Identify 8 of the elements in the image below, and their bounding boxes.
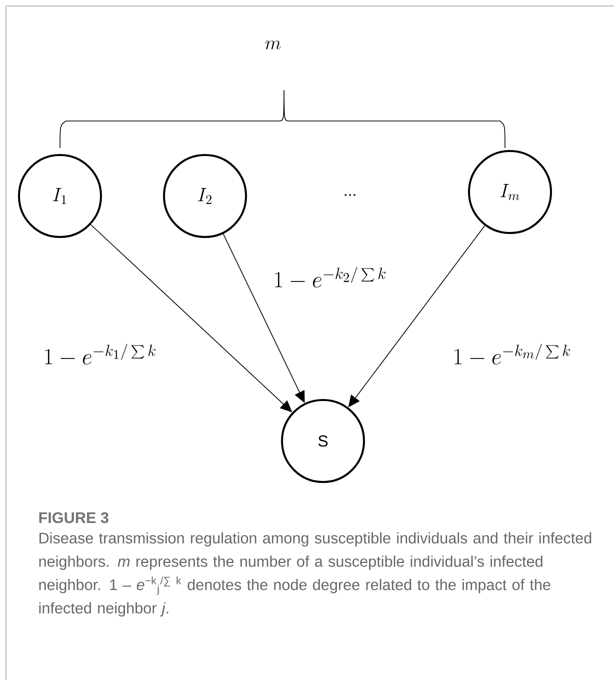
edge-label: $1-e^{-k_1/\sum k}$ bbox=[42, 342, 158, 368]
ellipsis: ... bbox=[344, 194, 356, 196]
brace-label: $m$ bbox=[265, 40, 281, 50]
caption: Disease transmission regulation among susceptible individuals and their infected neighbors. m represents the number of a susceptible individual’s infected neighbor. 1 – e$^{−k}$j$^{/∑ k}$ denotes the node degree related to the impact of the infected neighbor j. bbox=[39, 532, 592, 617]
arrow bbox=[348, 225, 486, 408]
edge-label: $1-e^{-k_2/\sum k}$ bbox=[272, 266, 388, 290]
figure-label: FIGURE 3 bbox=[39, 512, 108, 524]
edge-label: $1-e^{-k_m/\sum k}$ bbox=[451, 342, 573, 368]
